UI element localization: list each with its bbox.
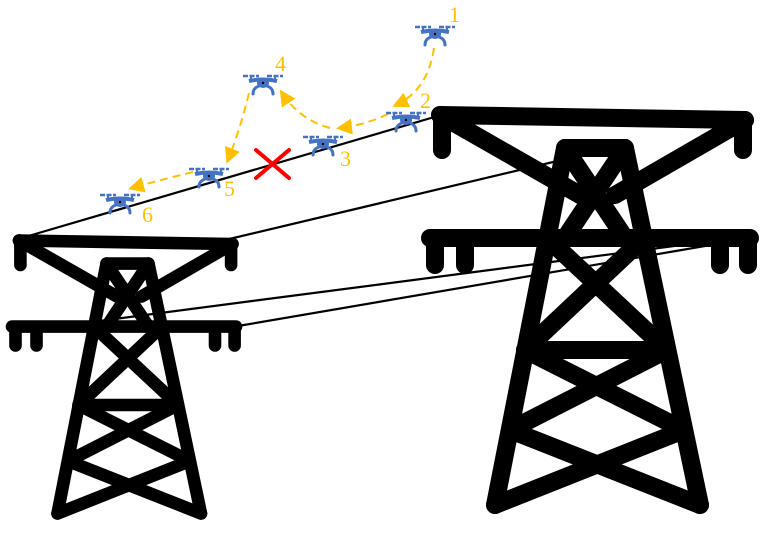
transmission-tower-near [430, 115, 750, 505]
path-2-3 [336, 113, 389, 135]
path-4-5 [225, 92, 250, 164]
flight-path [128, 47, 435, 193]
path-5-6 [128, 171, 194, 193]
drone-label-1: 1 [449, 2, 460, 27]
transmission-tower-far [12, 241, 236, 514]
path-3-4 [279, 89, 331, 129]
conductor-2 [224, 156, 571, 242]
drone-icon [413, 25, 457, 47]
path-1-2 [392, 47, 435, 108]
drone-label-2: 2 [420, 88, 431, 113]
drone-label-5: 5 [224, 176, 235, 201]
fault-marker-x-icon [254, 148, 291, 180]
conductor-top [24, 111, 449, 239]
drone-label-6: 6 [142, 202, 153, 227]
drone-label-3: 3 [340, 146, 351, 171]
drone-label-4: 4 [275, 51, 286, 76]
drone-icon [241, 74, 285, 96]
drone-labels: 1 2 3 4 5 6 [142, 2, 460, 227]
